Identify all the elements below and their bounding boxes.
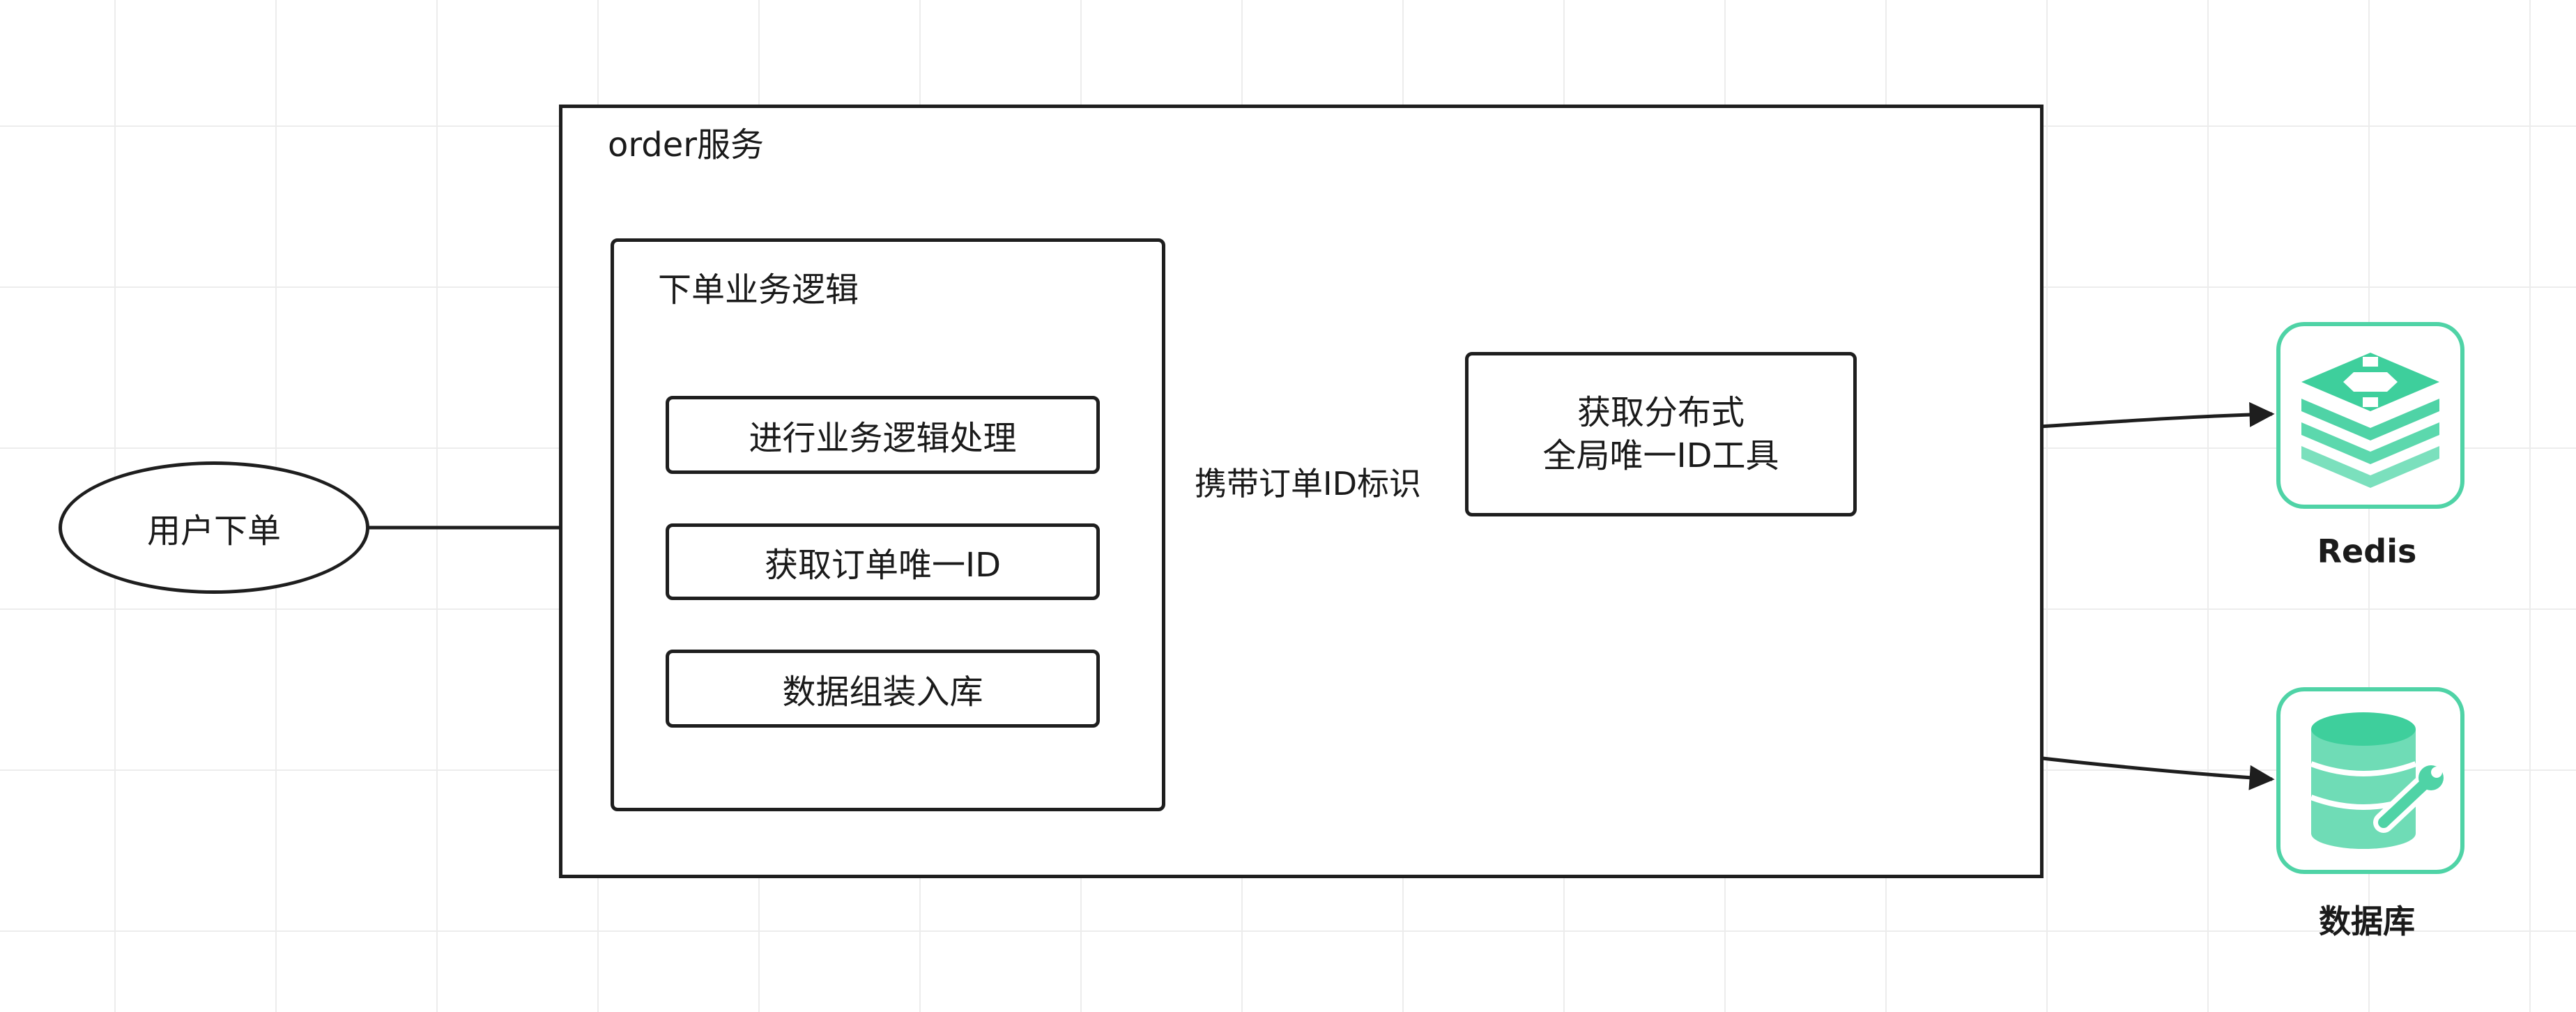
redis-node[interactable] (2276, 322, 2464, 509)
order-logic-title: 下单业务逻辑 (658, 270, 859, 309)
order-service-title: order服务 (608, 125, 764, 164)
step-business-process[interactable]: 进行业务逻辑处理 (666, 396, 1100, 474)
id-tool-line2: 全局唯一ID工具 (1542, 436, 1779, 475)
id-tool-line1: 获取分布式 (1577, 392, 1745, 432)
redis-icon (2301, 353, 2439, 488)
database-label: 数据库 (2319, 903, 2415, 940)
database-icon (2310, 712, 2444, 849)
user-order-label: 用户下单 (146, 512, 281, 551)
id-generator-tool[interactable]: 获取分布式 全局唯一ID工具 (1465, 352, 1857, 516)
step-get-order-id-label: 获取订单唯一ID (764, 546, 1002, 585)
user-order-node[interactable]: 用户下单 (59, 461, 369, 594)
database-node[interactable] (2276, 687, 2464, 874)
redis-label: Redis (2317, 532, 2417, 570)
step-business-process-label: 进行业务逻辑处理 (749, 419, 1017, 458)
step-persist-data[interactable]: 数据组装入库 (666, 650, 1100, 728)
edge-label-carry-id: 携带订单ID标识 (1192, 465, 1424, 504)
step-persist-data-label: 数据组装入库 (782, 673, 983, 712)
step-get-order-id[interactable]: 获取订单唯一ID (666, 523, 1100, 600)
